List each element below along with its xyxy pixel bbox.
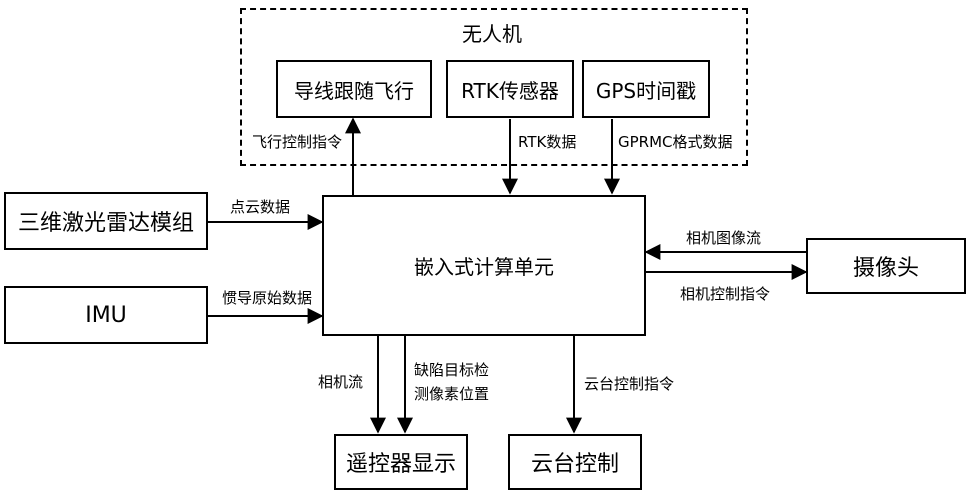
rtk-data-label: RTK数据 [518, 133, 577, 151]
gps-timestamp-label: GPS时间戳 [595, 78, 697, 103]
gimbal-control-box: 云台控制 [508, 434, 642, 490]
flight-control-cmd-label: 飞行控制指令 [252, 133, 343, 151]
rtk-sensor-box: RTK传感器 [446, 60, 574, 118]
lidar-module-box: 三维激光雷达模组 [4, 192, 208, 250]
camera-box: 摄像头 [806, 238, 966, 294]
camera-label: 摄像头 [852, 256, 919, 281]
point-cloud-label: 点云数据 [230, 198, 291, 216]
imu-raw-label: 惯导原始数据 [222, 289, 313, 307]
defect-position-label-line2: 测像素位置 [414, 385, 490, 403]
uav-group [240, 8, 748, 166]
camera-image-stream-label: 相机图像流 [686, 229, 762, 247]
remote-display-label: 遥控器显示 [345, 452, 456, 477]
gps-timestamp-box: GPS时间戳 [582, 60, 710, 118]
imu-box: IMU [4, 286, 208, 344]
camera-stream-label: 相机流 [318, 373, 364, 391]
wire-following-flight-label: 导线跟随飞行 [294, 78, 414, 103]
uav-group-title: 无人机 [462, 22, 522, 46]
gimbal-control-label: 云台控制 [530, 452, 619, 477]
camera-control-cmd-label: 相机控制指令 [680, 285, 771, 303]
embedded-computing-unit-label: 嵌入式计算单元 [414, 255, 554, 279]
gimbal-control-cmd-label: 云台控制指令 [584, 375, 675, 393]
wire-following-flight-box: 导线跟随飞行 [276, 60, 432, 118]
lidar-module-label: 三维激光雷达模组 [17, 211, 194, 236]
imu-label: IMU [85, 302, 127, 328]
gprmc-data-label: GPRMC格式数据 [618, 133, 733, 151]
embedded-computing-unit-box: 嵌入式计算单元 [322, 195, 646, 336]
defect-position-label-line1: 缺陷目标检 [414, 361, 490, 379]
rtk-sensor-label: RTK传感器 [461, 78, 559, 103]
remote-display-box: 遥控器显示 [334, 434, 468, 490]
